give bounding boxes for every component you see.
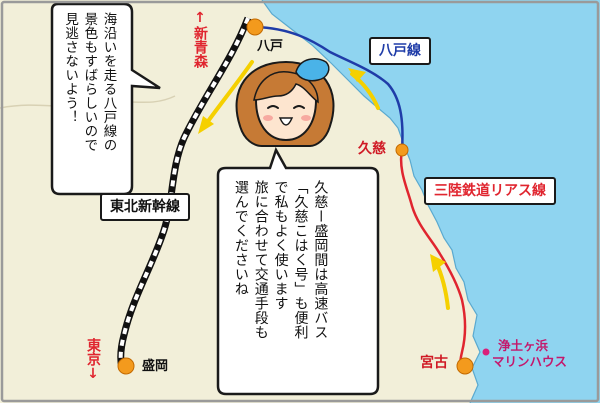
speech-bubble-left (50, 2, 161, 196)
bubble-right-line: 「久慈こはく号」も便利 (292, 180, 309, 340)
shinkansen-track-outline (117, 16, 252, 369)
bubble-left-line: 海沿いを走る八戸線の (100, 12, 117, 152)
line-label-sanriku: 三陸鉄道リアス線 (424, 177, 556, 205)
bubble-right-line: 選んでくださいね (232, 180, 249, 296)
place-label-line2: マリンハウス (492, 354, 568, 369)
coastline (261, 0, 481, 403)
bubble-right-line: 久慈ー盛岡間は高速バス (312, 180, 329, 340)
hachinohe-line-track (254, 25, 404, 151)
bubble-right-line: で私もよく使います (272, 180, 289, 311)
station-label-hachinohe: 八戸 (257, 39, 284, 54)
place-label-line1: 浄土ヶ浜 (498, 338, 549, 353)
direction-arrow-shinkansen-north (198, 60, 254, 134)
station-dot-hachinohe (246, 18, 264, 36)
speech-bubble-right (216, 146, 380, 396)
bubble-right-line: 旅に合わせて交通手段も (252, 180, 269, 340)
station-label-kuji: 久慈 (358, 141, 386, 157)
place-dot-jodogahama (482, 348, 490, 356)
direction-label-tokyo: 東京↓ (85, 338, 101, 382)
bubble-left-line: 景色もすばらしいので (81, 12, 98, 152)
direction-arrow-hachinohe-line (348, 68, 380, 110)
guide-character (235, 58, 335, 147)
station-dot-miyako (456, 357, 474, 375)
station-dot-kuji (395, 143, 409, 157)
direction-arrow-sanriku-line (430, 254, 450, 310)
station-dot-morioka (117, 357, 135, 375)
station-label-miyako: 宮古 (420, 355, 448, 371)
bubble-right-text: 久慈ー盛岡間は高速バス 「久慈こはく号」も便利 で私もよく使います 旅に合わせて… (230, 180, 329, 340)
sanriku-line-track (399, 149, 467, 369)
line-label-tohoku-shinkansen: 東北新幹線 (100, 193, 190, 221)
bubble-left-line: 見逃さないよう！ (62, 12, 79, 124)
bubble-left-text: 海沿いを走る八戸線の 景色もすばらしいので 見逃さないよう！ (60, 12, 117, 152)
line-label-hachinohe: 八戸線 (369, 37, 431, 65)
direction-label-shin-aomori: ↑新青森 (192, 10, 208, 68)
station-label-morioka: 盛岡 (142, 359, 169, 374)
